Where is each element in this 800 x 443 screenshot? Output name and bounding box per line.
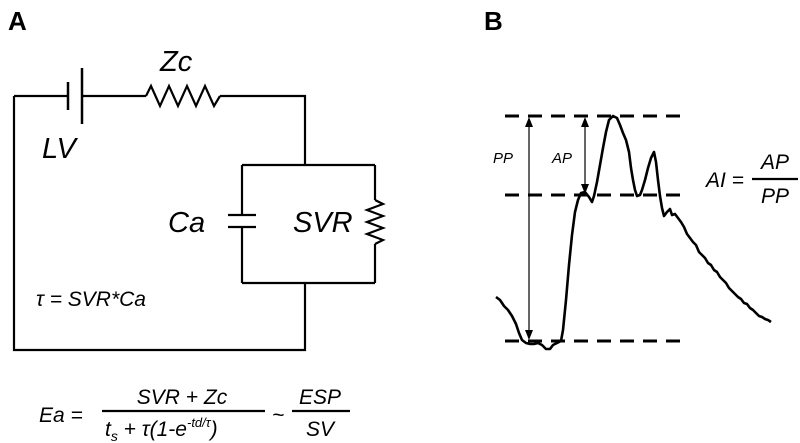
pressure-waveform [495, 114, 772, 351]
ea-rhs-numerator: ESP [299, 386, 341, 409]
svr-label: SVR [293, 207, 353, 239]
ai-lhs: AI = [704, 169, 744, 192]
ca-label: Ca [168, 207, 205, 239]
tau-equation: τ = SVR*Ca [36, 288, 146, 311]
panel-a-label: A [8, 6, 27, 36]
wire-zc-right [220, 94, 307, 165]
zc-resistor-icon [145, 83, 221, 109]
ea-rhs-denominator: SV [306, 418, 336, 441]
ea-equation: Ea = SVR + Zc ts + τ(1-e-td/τ) ~ ESP SV [39, 386, 350, 443]
ea-denominator: ts + τ(1-e-td/τ) [105, 415, 218, 443]
battery-icon [66, 68, 84, 124]
pp-label: PP [493, 150, 513, 167]
ai-numerator: AP [759, 151, 789, 174]
ap-arrow-icon [581, 117, 589, 194]
panel-b-label: B [484, 6, 503, 36]
windkessel-circuit [12, 68, 387, 352]
zc-label: Zc [159, 46, 193, 78]
ea-lhs: Ea = [39, 404, 83, 427]
ap-label: AP [551, 150, 572, 167]
ai-equation: AI = AP PP [704, 151, 798, 208]
augmentation-diagram [495, 114, 772, 351]
pp-arrow-icon [525, 117, 533, 340]
ea-approx: ~ [272, 404, 284, 427]
circuit-outer-wire [12, 96, 307, 352]
ai-denominator: PP [761, 185, 789, 208]
svr-resistor-icon [363, 199, 387, 245]
ea-numerator: SVR + Zc [137, 386, 228, 409]
lv-label: LV [42, 133, 79, 165]
